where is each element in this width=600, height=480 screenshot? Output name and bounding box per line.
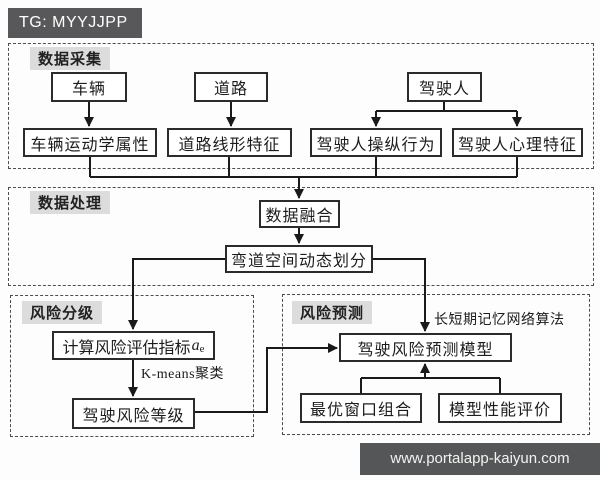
- node-driver-behavior: 驾驶人操纵行为: [310, 128, 442, 157]
- risk-indicator-variable: a: [191, 336, 200, 354]
- connector-curve-to-indicator: [128, 258, 225, 330]
- section-risk-prediction: [282, 294, 590, 435]
- connector-curve-to-model: [373, 258, 430, 332]
- watermark-url: www.portalapp-kaiyun.com: [360, 443, 600, 475]
- node-road-alignment: 道路线形特征: [167, 128, 292, 157]
- node-vehicle-kinematics: 车辆运动学属性: [23, 128, 157, 157]
- section-label-data-collection: 数据采集: [30, 47, 111, 70]
- node-model-evaluation: 模型性能评价: [438, 393, 562, 423]
- node-data-fusion: 数据融合: [259, 200, 340, 228]
- node-vehicle: 车辆: [51, 72, 127, 102]
- annotation-lstm: 长短期记忆网络算法: [434, 313, 565, 328]
- node-prediction-model: 驾驶风险预测模型: [339, 333, 512, 362]
- section-data-collection: [8, 43, 594, 169]
- section-data-processing: [8, 187, 594, 286]
- node-road: 道路: [194, 72, 268, 102]
- node-driver-psych: 驾驶人心理特征: [452, 128, 583, 157]
- connector-risklevel-to-model: [195, 343, 338, 413]
- annotation-kmeans: K-means聚类: [141, 367, 225, 382]
- section-label-risk-prediction: 风险预测: [292, 301, 373, 324]
- node-driver: 驾驶人: [407, 72, 482, 102]
- tag-badge: TG: MYYJJPP: [8, 8, 142, 38]
- risk-indicator-text: 计算风险评估指标: [62, 339, 191, 357]
- node-risk-level: 驾驶风险等级: [72, 398, 195, 429]
- connector-bottom-bus: [360, 377, 501, 393]
- connector-collection-bus: [89, 157, 518, 178]
- section-label-risk-grading: 风险分级: [22, 301, 103, 324]
- risk-indicator-subscript: e: [199, 343, 205, 355]
- node-curve-division: 弯道空间动态划分: [225, 245, 373, 273]
- connector-driver-split: [376, 102, 517, 112]
- node-optimal-window: 最优窗口组合: [300, 393, 422, 423]
- section-label-data-processing: 数据处理: [30, 191, 111, 214]
